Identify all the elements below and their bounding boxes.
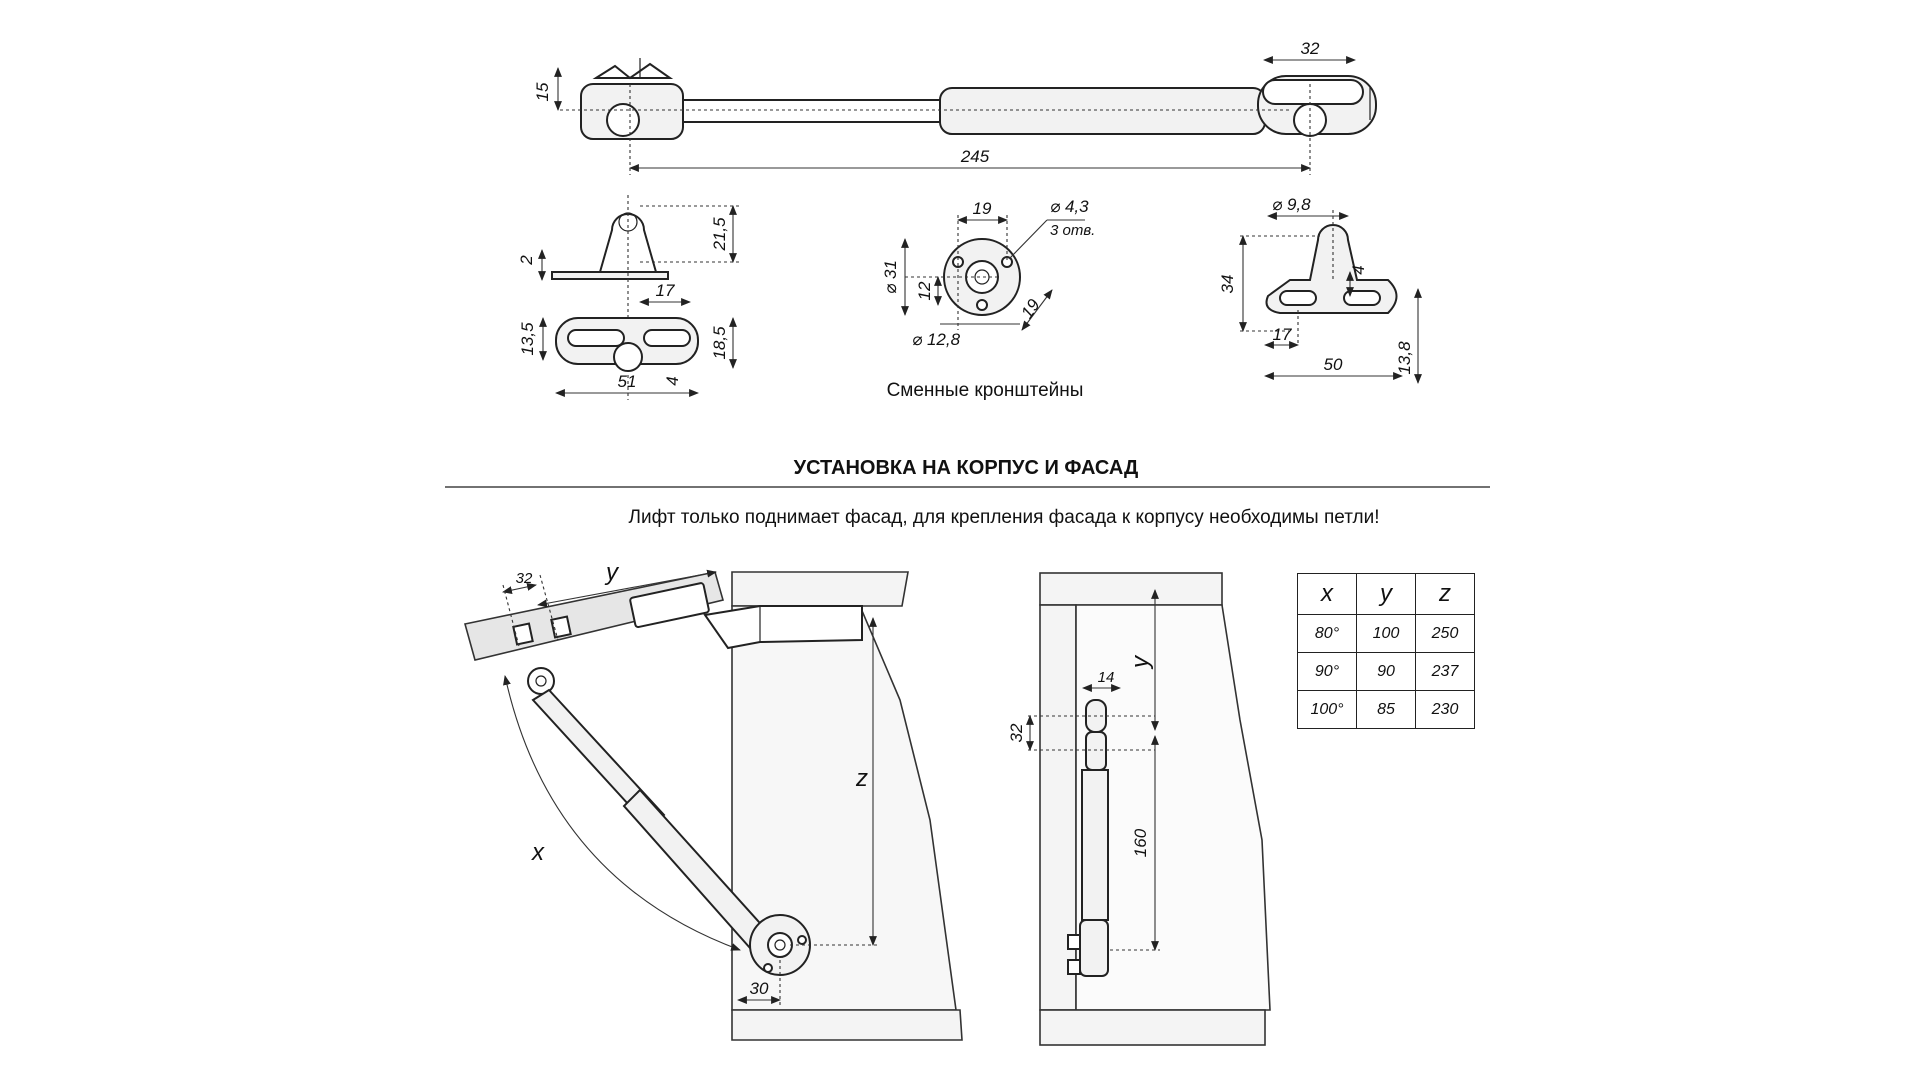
table-header-row: x y z	[1297, 573, 1475, 615]
table-row: 80° 100 250	[1297, 614, 1475, 653]
right-dim-160: 160	[1131, 828, 1150, 857]
bracket-b-dim-inner-diameter: ⌀ 12,8	[912, 330, 961, 349]
table-header-x: x	[1297, 573, 1357, 615]
gas-strut-drawing	[554, 56, 1377, 175]
right-dim-14: 14	[1098, 669, 1115, 686]
table-cell: 237	[1415, 652, 1475, 691]
table-cell: 100	[1356, 614, 1416, 653]
dimension-table: x y z 80° 100 250 90° 90 237 100° 85 230	[1297, 573, 1475, 729]
bracket-a-dim-left-height: 13,5	[518, 322, 537, 356]
bracket-b-dim-hole-diameter: ⌀ 4,3	[1050, 197, 1089, 216]
left-dim-32: 32	[516, 570, 533, 587]
label-z: z	[855, 765, 868, 792]
label-x: x	[531, 839, 545, 866]
table-row: 100° 85 230	[1297, 690, 1475, 729]
table-header-z: z	[1415, 573, 1475, 615]
table-cell: 100°	[1297, 690, 1357, 729]
strut-dim-length: 245	[960, 147, 990, 166]
bracket-c-drawing	[1239, 210, 1422, 384]
bracket-b-drawing	[901, 215, 1085, 331]
bracket-b-dim-outer-diameter: ⌀ 31	[881, 260, 900, 294]
bracket-c-dim-slot-offset: 17	[1273, 325, 1292, 344]
table-header-y: y	[1356, 573, 1416, 615]
strut-dim-mount-height: 15	[533, 82, 552, 101]
brackets-caption: Сменные кронштейны	[887, 380, 1084, 401]
bracket-c-dim-length: 50	[1324, 355, 1343, 374]
table-cell: 90	[1356, 652, 1416, 691]
bracket-a-dim-height: 21,5	[710, 217, 729, 252]
bracket-a-dim-slot-offset: 17	[656, 281, 675, 300]
table-cell: 230	[1415, 690, 1475, 729]
bracket-b-dim-diagonal: 19	[1017, 295, 1044, 322]
bracket-a-dim-right-height: 18,5	[710, 326, 729, 360]
right-dim-32: 32	[1007, 723, 1026, 742]
strut-dim-end-width: 32	[1301, 39, 1320, 58]
bracket-b-dim-offset: 12	[915, 281, 934, 300]
label-y-right: y	[1127, 654, 1154, 670]
table-cell: 90°	[1297, 652, 1357, 691]
bracket-a-dim-edge: 4	[663, 376, 682, 385]
table-row: 90° 90 237	[1297, 652, 1475, 691]
bracket-c-dim-base-height: 13,8	[1395, 341, 1414, 375]
table-cell: 250	[1415, 614, 1475, 653]
bracket-a-dim-plate: 2	[517, 255, 536, 266]
label-y-left: y	[604, 559, 620, 586]
bracket-c-dim-pin-gap: 4	[1349, 265, 1368, 274]
left-dim-30: 30	[750, 979, 769, 998]
install-left-drawing	[464, 569, 963, 1041]
bracket-c-dim-pin-diameter: ⌀ 9,8	[1272, 195, 1311, 214]
bracket-b-dim-hole-count: 3 отв.	[1050, 222, 1095, 239]
bracket-b-dim-spacing: 19	[973, 199, 992, 218]
bracket-c-dim-height: 34	[1218, 275, 1237, 294]
table-cell: 85	[1356, 690, 1416, 729]
bracket-a-drawing	[538, 195, 740, 400]
table-cell: 80°	[1297, 614, 1357, 653]
bracket-a-dim-length: 51	[618, 372, 637, 391]
install-warning-note: Лифт только поднимает фасад, для креплен…	[629, 507, 1380, 528]
install-right-drawing	[1026, 572, 1271, 1046]
install-section-title: УСТАНОВКА НА КОРПУС И ФАСАД	[794, 457, 1139, 479]
